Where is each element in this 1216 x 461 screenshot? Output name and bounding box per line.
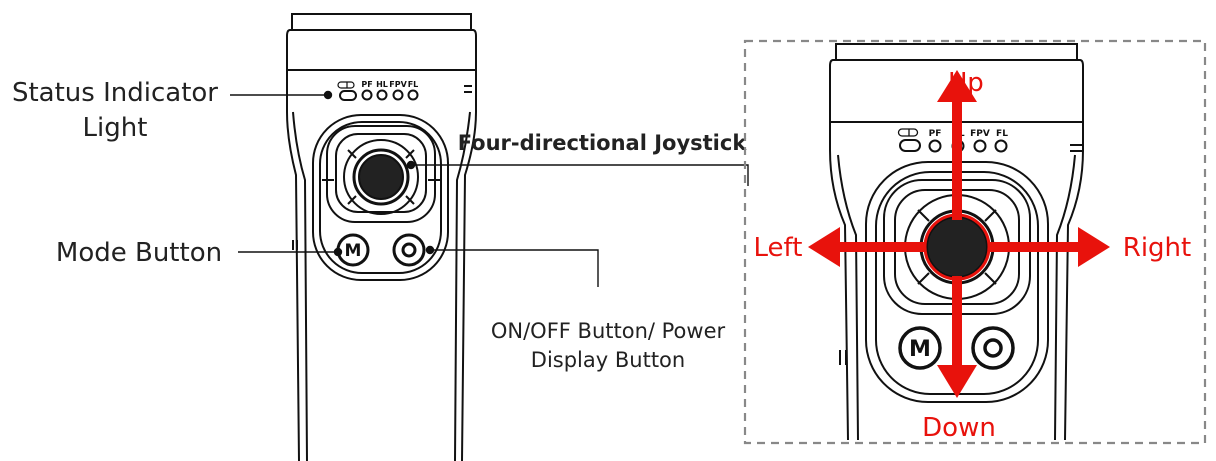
callout-lines bbox=[230, 90, 749, 287]
status-indicator-label: Status Indicator bbox=[12, 78, 218, 108]
indicator-label-fl: FL bbox=[408, 80, 419, 89]
indicator-label-fl-detail: FL bbox=[996, 129, 1008, 139]
gimbal-left bbox=[286, 13, 477, 461]
direction-right-label: Right bbox=[1123, 233, 1191, 263]
joystick-label: Four-directional Joystick bbox=[458, 131, 748, 155]
power-button-label: ON/OFF Button/ Power bbox=[491, 319, 726, 343]
arrow-up bbox=[937, 70, 977, 220]
indicator-label-fpv-detail: FPV bbox=[970, 129, 990, 139]
arrow-left bbox=[808, 227, 925, 267]
direction-down-label: Down bbox=[922, 413, 996, 443]
status-indicator-leds-left bbox=[337, 81, 419, 101]
arrow-right bbox=[990, 227, 1110, 267]
mode-button-glyph-detail: M bbox=[909, 337, 931, 362]
indicator-label-pf: PF bbox=[361, 80, 372, 89]
indicator-label-pf-detail: PF bbox=[929, 129, 942, 139]
mode-button-glyph: M bbox=[345, 241, 362, 261]
direction-left-label: Left bbox=[754, 233, 803, 263]
mode-button-label: Mode Button bbox=[56, 238, 222, 268]
arrow-down bbox=[937, 276, 977, 398]
direction-up-label: Up bbox=[948, 68, 984, 98]
power-button-label-line2: Display Button bbox=[531, 348, 685, 372]
detail-view-frame bbox=[743, 39, 1207, 445]
indicator-label-hl: HL bbox=[376, 80, 388, 89]
status-indicator-label-line2: Light bbox=[83, 113, 148, 143]
indicator-label-fpv: FPV bbox=[389, 80, 407, 89]
